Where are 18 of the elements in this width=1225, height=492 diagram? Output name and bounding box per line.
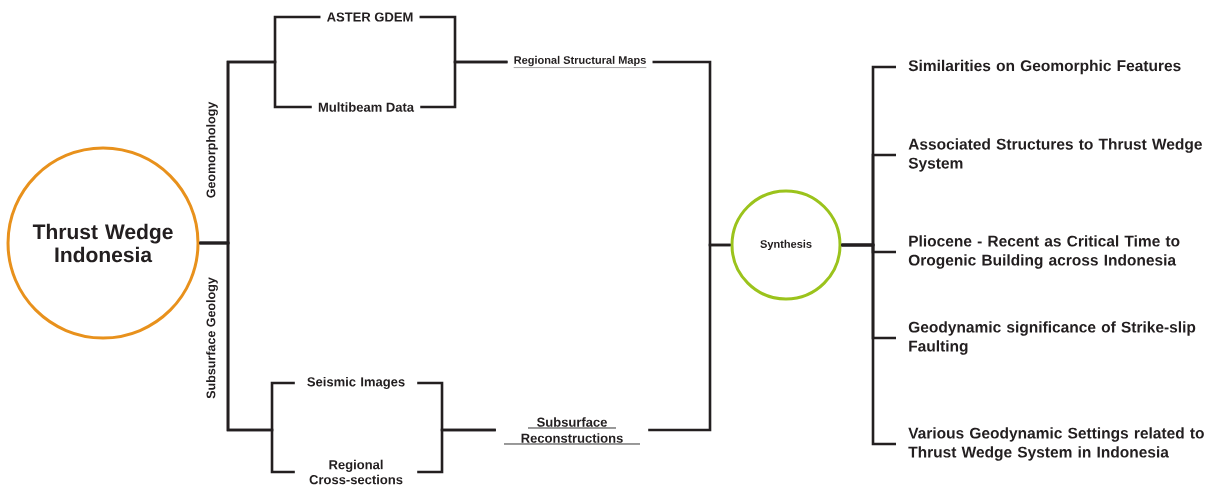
connector-line bbox=[648, 243, 731, 432]
outcome-text: Various Geodynamic Settings related to Thrust Wedge System in Indonesia bbox=[908, 427, 1204, 461]
data-label: Seismic Images bbox=[307, 376, 405, 390]
data-label: Multibeam Data bbox=[318, 102, 415, 112]
data-label: ASTER GDEM bbox=[327, 12, 413, 22]
connector-line bbox=[417, 428, 496, 474]
branch-label: Geomorphology bbox=[205, 100, 219, 200]
outcome-text: Geodynamic significance of Strike-slip Faulting bbox=[908, 321, 1196, 355]
connector-line bbox=[199, 241, 295, 474]
connector-line bbox=[420, 60, 508, 109]
branch-label: Subsurface Geology bbox=[205, 276, 219, 400]
result-label: Regional Structural Maps bbox=[513, 55, 647, 68]
outcome-text: Similarities on Geomorphic Features bbox=[908, 59, 1181, 75]
outcome-text: Pliocene - Recent as Critical Time to Orogenic Building across Indonesia bbox=[908, 235, 1180, 269]
outcome-text: Associated Structures to Thrust Wedge System bbox=[908, 138, 1202, 172]
result-label: Subsurface Reconstructions bbox=[503, 417, 641, 445]
connector-line bbox=[841, 243, 896, 446]
data-label: Regional Cross-sections bbox=[309, 459, 403, 485]
